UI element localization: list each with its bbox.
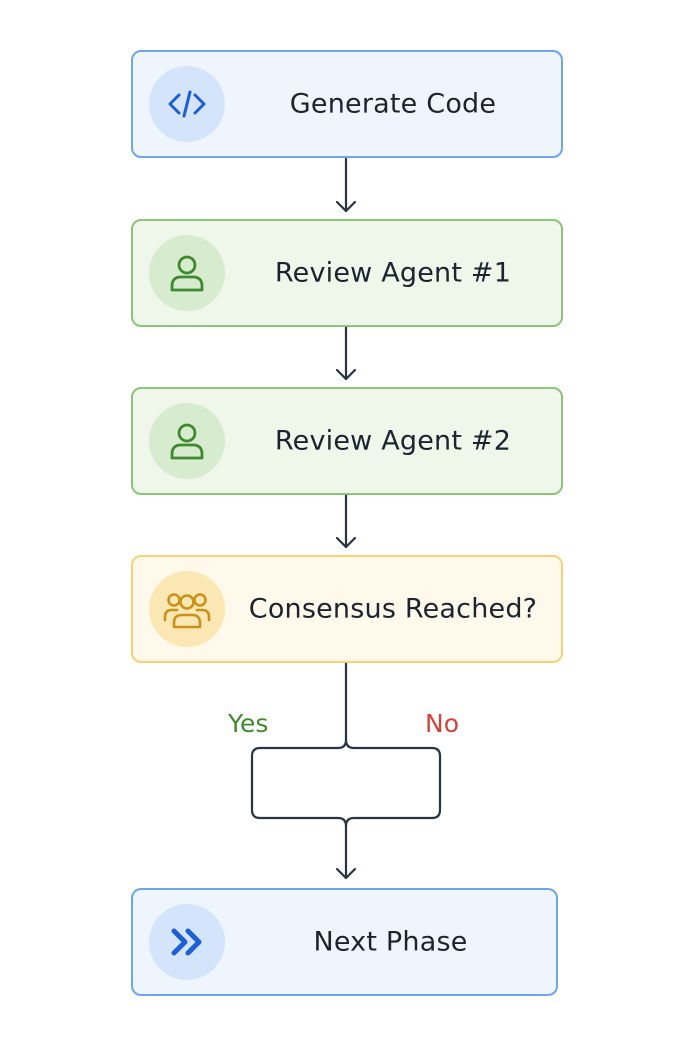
- group-icon: [163, 593, 211, 629]
- user-icon-badge: [149, 403, 225, 479]
- arrowhead-1: [335, 200, 357, 213]
- user-icon-badge: [149, 235, 225, 311]
- consensus-node: Consensus Reached?: [131, 555, 563, 663]
- connector-split-right: [344, 738, 442, 828]
- consensus-label: Consensus Reached?: [248, 593, 538, 625]
- generate-code-label: Generate Code: [289, 88, 497, 120]
- next-phase-label: Next Phase: [313, 926, 468, 958]
- double-chevron-right-icon: [171, 928, 202, 956]
- generate-code-node: Generate Code: [131, 50, 563, 158]
- connector-split: [250, 661, 348, 880]
- no-branch-label: No: [425, 709, 459, 738]
- yes-branch-label: Yes: [228, 709, 269, 738]
- user-icon: [170, 423, 204, 460]
- group-icon-badge: [149, 571, 225, 647]
- arrowhead-2: [335, 368, 357, 381]
- arrowhead-3: [335, 536, 357, 549]
- arrowhead-4: [335, 867, 357, 880]
- next-phase-node: Next Phase: [131, 888, 558, 996]
- review-agent-1-label: Review Agent #1: [274, 257, 512, 289]
- review-agent-2-node: Review Agent #2: [131, 387, 563, 495]
- code-icon-badge: [149, 66, 225, 142]
- code-icon: [168, 90, 206, 118]
- review-agent-1-node: Review Agent #1: [131, 219, 563, 327]
- user-icon: [170, 255, 204, 292]
- review-agent-2-label: Review Agent #2: [274, 425, 512, 457]
- next-icon-badge: [149, 904, 225, 980]
